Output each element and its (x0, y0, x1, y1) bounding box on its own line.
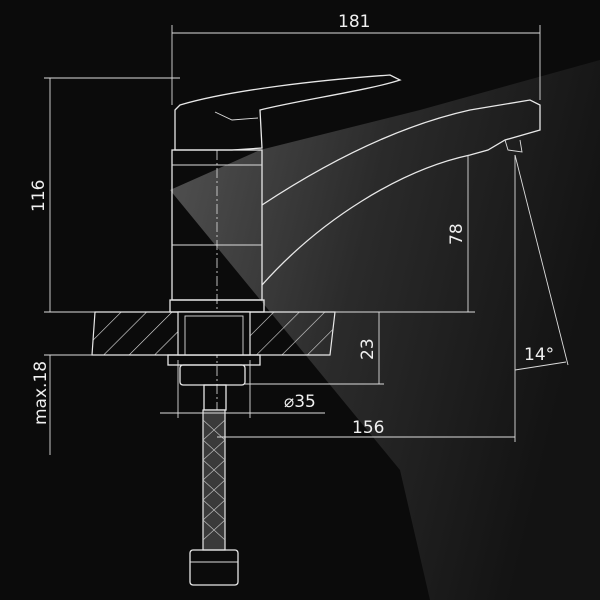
dim-label-181: 181 (338, 12, 370, 32)
angle-arc (514, 361, 567, 371)
hose-nut (189, 549, 239, 586)
dim-label-23: 23 (358, 338, 378, 360)
spout (261, 99, 541, 286)
aerator (504, 139, 523, 153)
mount-nut (179, 364, 246, 386)
angle-line (514, 154, 569, 366)
mount-washer (167, 354, 261, 366)
dim-label-35: ⌀35 (284, 392, 316, 412)
dim-label-116: 116 (29, 180, 49, 212)
hose-braid (202, 419, 226, 541)
hose (202, 409, 226, 551)
dim-label-max18: max.18 (31, 361, 51, 425)
lever-handle (174, 74, 402, 151)
mount-hole (177, 311, 251, 356)
dim-label-14deg: 14° (524, 345, 554, 365)
dim-label-156: 156 (352, 418, 384, 438)
lever-detail (214, 111, 259, 121)
dim-label-78: 78 (447, 223, 467, 245)
hose-fitting (203, 384, 227, 411)
